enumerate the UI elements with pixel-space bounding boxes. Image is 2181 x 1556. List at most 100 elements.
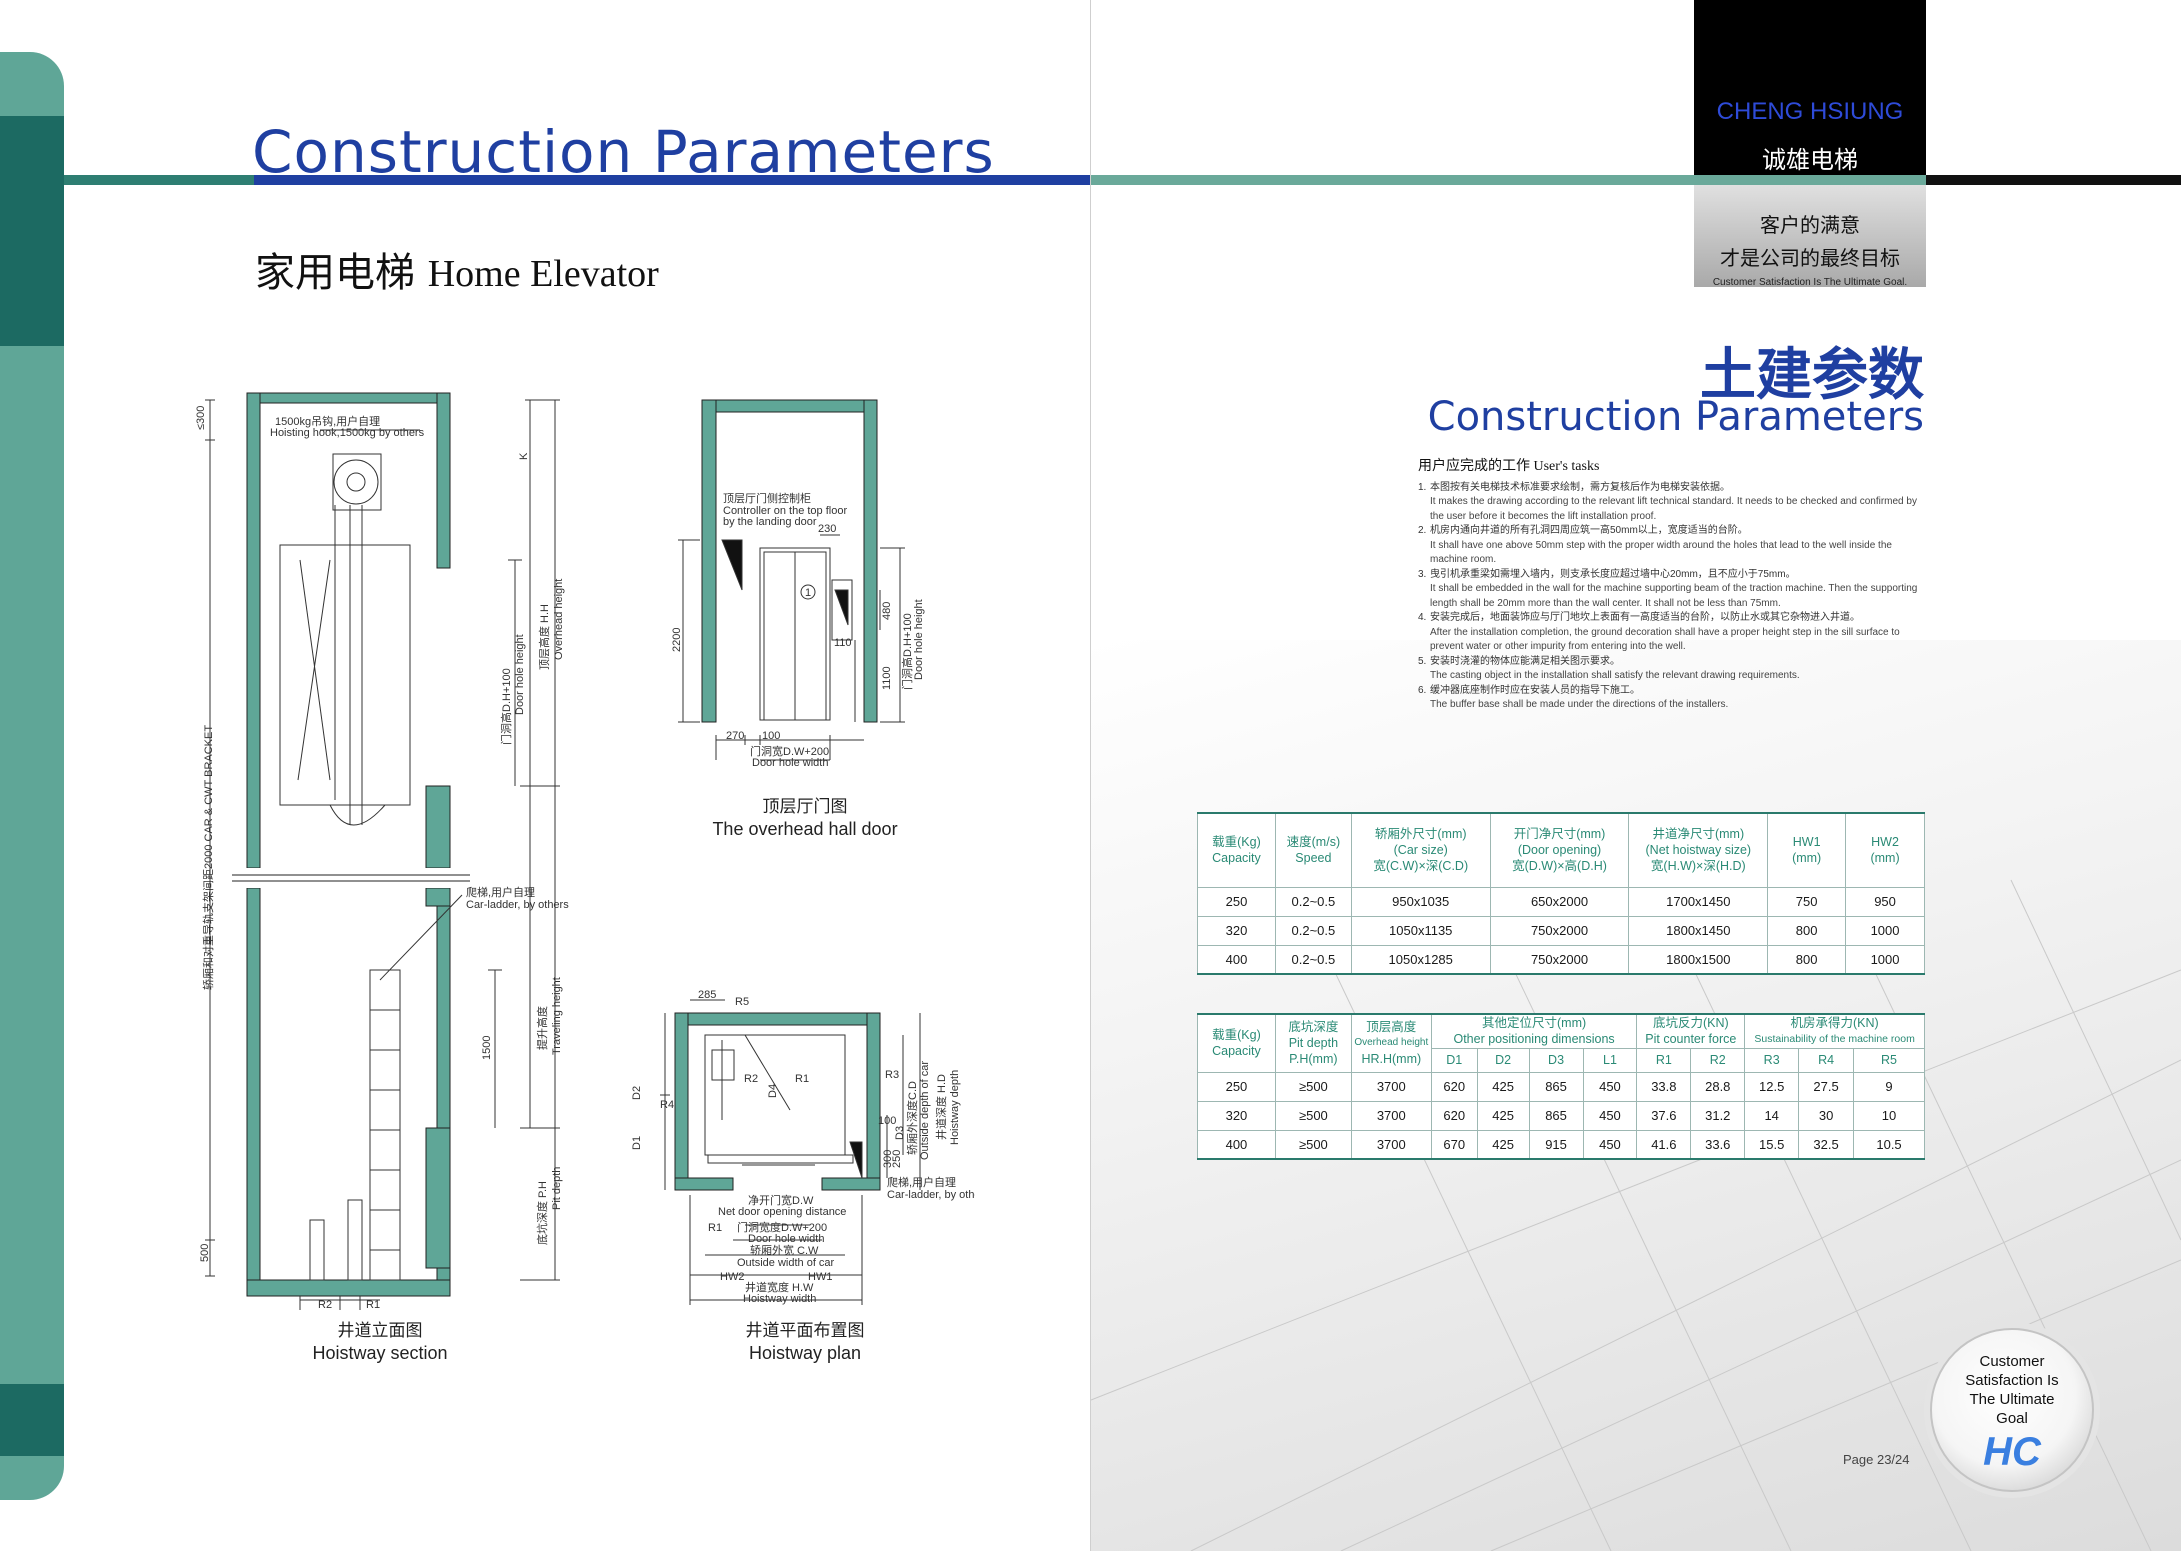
table-cell: 32.5: [1798, 1129, 1855, 1160]
overhead-hall-door-drawing: 顶层厅门侧控制柜 Controller on the top floor by …: [671, 399, 925, 769]
table-cell: 10.5: [1853, 1129, 1925, 1160]
subtitle-cn: 家用电梯: [255, 250, 415, 296]
header-formula: HR.H(mm): [1361, 1052, 1422, 1067]
task-number: 6.: [1418, 684, 1427, 696]
table-cell: 400: [1197, 944, 1276, 975]
plan-r2: R2: [744, 1073, 758, 1085]
col-capacity: 载重(Kg)Capacity: [1197, 812, 1276, 888]
controller-label-en2: by the landing door: [723, 516, 817, 528]
subheader-cell: L1: [1582, 1047, 1638, 1073]
plan-door-hole-cn: 门洞宽度D.W+200: [737, 1220, 827, 1234]
plan-d4: D4: [767, 1084, 779, 1098]
header-en: (mm): [1870, 851, 1900, 866]
table-cell: 41.6: [1636, 1129, 1692, 1160]
grid-lines-decoration: [1090, 879, 2181, 1552]
hc-logo-icon: HC: [1983, 1430, 2041, 1474]
table-cell: 14: [1744, 1100, 1800, 1131]
header-en: (mm): [1792, 851, 1822, 866]
plan-dim-285: 285: [698, 989, 716, 1001]
subheader-cell: R2: [1690, 1047, 1746, 1073]
bracket-spacing-label: 轿厢和对重导轨支架间距2000 CAR & CWT BRACKET: [201, 725, 215, 990]
subheader-cell: D1: [1430, 1047, 1478, 1073]
door-hole-height-en-2: Door hole height: [913, 599, 925, 680]
task-cn: 本图按有关电梯技术标准要求绘制，需方复核后作为电梯安装依据。: [1430, 481, 1730, 493]
section-dim-k: K: [518, 452, 530, 460]
col-speed: 速度(m/s)Speed: [1274, 812, 1352, 888]
task-item: 6.缓冲器底座制作时应在安装人员的指导下施工。The buffer base s…: [1418, 684, 1926, 713]
plan-door-hole-en: Door hole width: [748, 1233, 824, 1245]
pit-depth-cn: 底坑深度 P.H: [535, 1181, 549, 1245]
header-en: Overhead height: [1354, 1037, 1429, 1049]
brand-block: [1694, 0, 1926, 175]
header-cn: 开门净尺寸(mm): [1513, 827, 1606, 842]
section-dim-500: 500: [199, 1244, 211, 1262]
header-cn: 轿厢外尺寸(mm): [1374, 827, 1467, 842]
table-cell: 1800x1450: [1628, 915, 1769, 946]
table-cell: 400: [1197, 1129, 1276, 1160]
slogan-badge: Customer Satisfaction Is The Ultimate Go…: [1930, 1328, 2094, 1492]
door-dim-270: 270: [726, 730, 744, 742]
brand-slogan-cn-2: 才是公司的最终目标: [1720, 248, 1900, 270]
plan-hw1: HW1: [808, 1271, 832, 1283]
table-cell: 620: [1430, 1100, 1478, 1131]
table-cell: 31.2: [1690, 1100, 1746, 1131]
header-en: (Door opening): [1517, 843, 1602, 858]
plan-r1: R1: [795, 1073, 809, 1085]
plan-car-depth-cn: 轿厢外深度C.D: [905, 1081, 919, 1155]
header-formula: P.H(mm): [1289, 1052, 1338, 1067]
right-page-title-en: Construction Parameters: [1427, 394, 1924, 440]
hoistway-section-caption: 井道立面图 Hoistway section: [300, 1320, 460, 1364]
table-cell: 750x2000: [1489, 915, 1630, 946]
header-cn: HW1: [1792, 835, 1821, 850]
brand-name-en: CHENG HSIUNG: [1716, 98, 1904, 125]
table-cell: 620: [1430, 1071, 1478, 1102]
header-en: Sustainability of the machine room: [1754, 1033, 1915, 1046]
table-cell: 1700x1450: [1628, 886, 1769, 917]
plan-net-door-en: Net door opening distance: [718, 1206, 846, 1218]
plan-hoist-depth-en: Hoistway depth: [949, 1070, 961, 1145]
header-band-right-under-brand: [1694, 175, 1926, 185]
table-cell: 10: [1853, 1100, 1925, 1131]
header-cn: 井道净尺寸(mm): [1652, 827, 1745, 842]
subheader-cell: R3: [1744, 1047, 1800, 1073]
header-band-right: [1090, 175, 1694, 185]
table-cell: 1050x1285: [1350, 944, 1491, 975]
overhead-height-en: Overhead height: [553, 579, 565, 660]
table-cell: 12.5: [1744, 1071, 1800, 1102]
table-cell: 865: [1528, 1100, 1584, 1131]
plan-car-depth-en: Outside depth of car: [919, 1061, 931, 1160]
header-en: Capacity: [1212, 1044, 1261, 1059]
hoistway-plan-caption: 井道平面布置图 Hoistway plan: [715, 1320, 895, 1364]
table-cell: 250: [1197, 886, 1276, 917]
table-cell: 33.6: [1690, 1129, 1746, 1160]
table-cell: 1000: [1845, 915, 1925, 946]
subheader-cell: D2: [1476, 1047, 1530, 1073]
brand-name-cn: 诚雄电梯: [1762, 146, 1858, 174]
car-size-table: 载重(Kg)Capacity 速度(m/s)Speed 轿厢外尺寸(mm)(Ca…: [1197, 812, 1925, 975]
right-page-title-cn: 土建参数: [1700, 343, 1924, 406]
plan-ladder-cn: 爬梯,用户自理: [887, 1175, 956, 1189]
header-cn: HW2: [1871, 835, 1899, 850]
overhead-height-cn: 顶层高度 H.H: [537, 604, 551, 670]
plan-dim-250: 250: [891, 1150, 903, 1168]
overhead-door-caption-cn: 顶层厅门图: [762, 797, 848, 816]
table-cell: 450: [1582, 1129, 1638, 1160]
traveling-height-cn: 提升高度: [535, 1006, 549, 1050]
section-ladder-en: Car-ladder, by others: [466, 899, 569, 911]
table-cell: 950: [1845, 886, 1925, 917]
user-tasks: 用户应完成的工作 User's tasks 1.本图按有关电梯技术标准要求绘制，…: [1418, 459, 1926, 713]
table-cell: 37.6: [1636, 1100, 1692, 1131]
plan-d2: D2: [631, 1086, 643, 1100]
table-cell: 670: [1430, 1129, 1478, 1160]
door-hole-height-cn-2: 门洞高D.H+100: [900, 613, 914, 690]
table-cell: 3700: [1350, 1071, 1432, 1102]
controller-label-en1: Controller on the top floor: [723, 505, 847, 517]
subtitle-en: Home Elevator: [427, 253, 659, 295]
header-cn: 顶层高度: [1366, 1020, 1417, 1035]
